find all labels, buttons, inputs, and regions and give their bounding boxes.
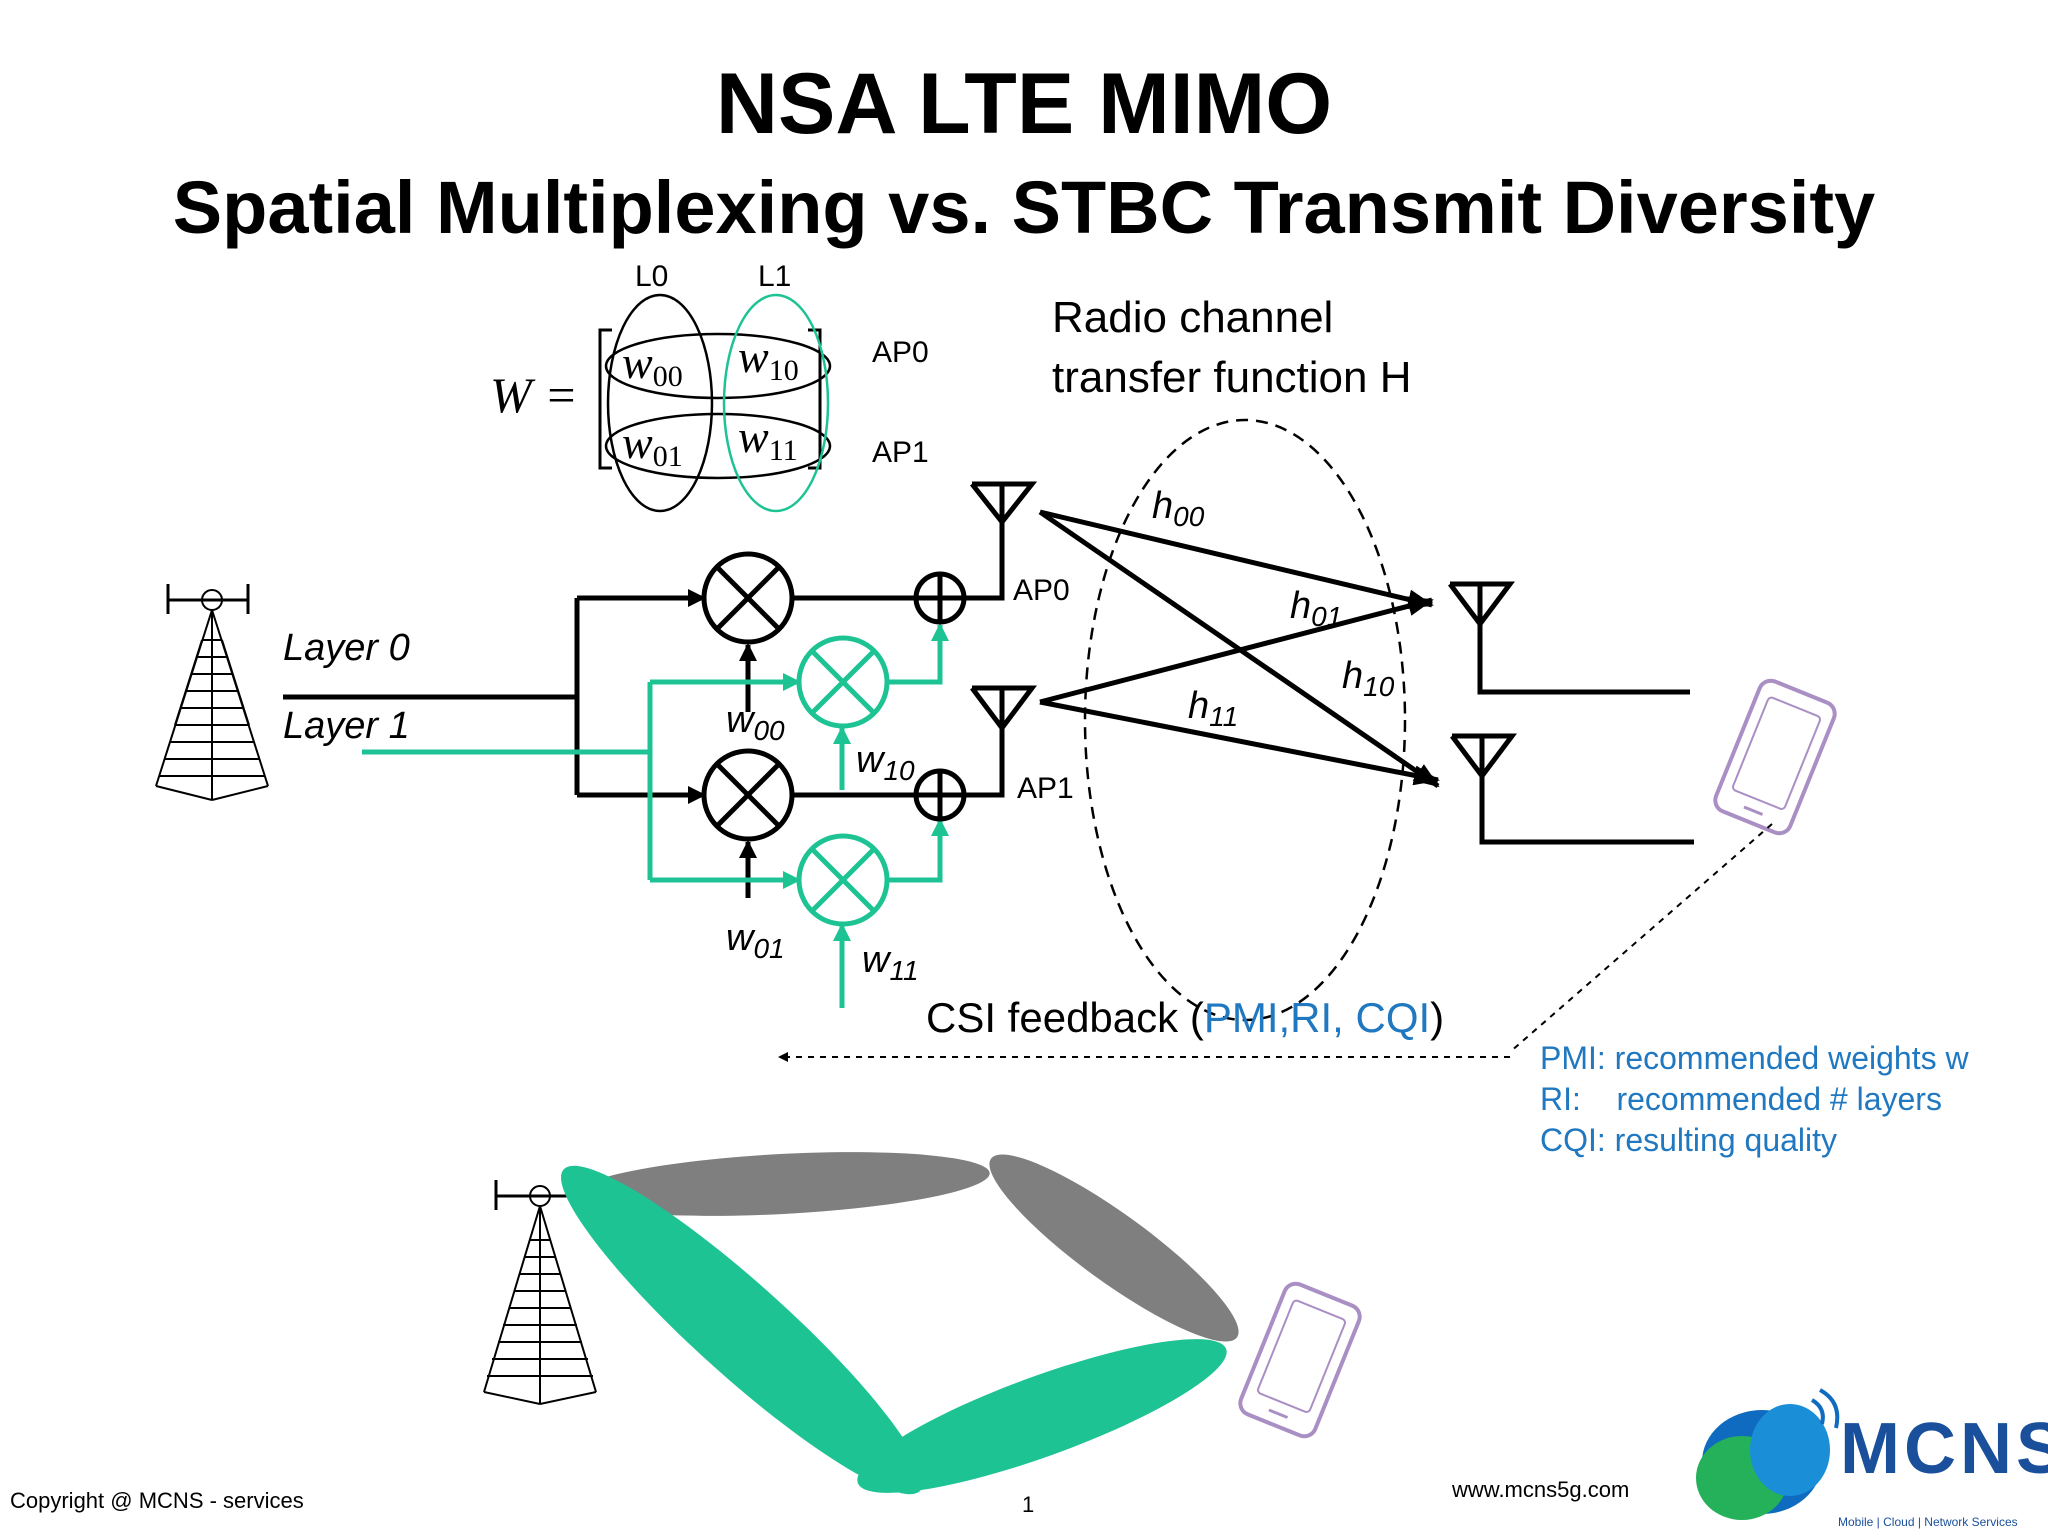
ue-phone-icon: [1713, 678, 1837, 836]
ue-phone-bottom-icon: [1238, 1281, 1362, 1439]
row-label-ap1: AP1: [872, 436, 929, 469]
matrix-left-bracket: [598, 328, 612, 470]
logo-name: MCNS: [1840, 1409, 2048, 1489]
multiplier-w00: [701, 551, 795, 645]
csi-legend: PMI: recommended weights w RI: recommend…: [1540, 1038, 1969, 1161]
matrix-w11: w11: [738, 411, 798, 467]
multiplier-w10: [796, 635, 890, 729]
csi-feedback-label: CSI feedback (PMI,RI, CQI): [926, 994, 1444, 1041]
row1-ellipse: [604, 412, 832, 480]
col0-ellipse: [606, 293, 714, 513]
channel-label-line1: Radio channel: [1052, 293, 1333, 342]
channel-label-h10: h10: [1342, 655, 1395, 702]
legend-ri: RI: recommended # layers: [1540, 1081, 1942, 1117]
ap0-label: AP0: [1013, 574, 1070, 607]
multiplier-w01: [701, 748, 795, 842]
beam-teal: [561, 1165, 1227, 1495]
rx-antenna-0-icon: [1448, 581, 1690, 695]
rx-antenna-1-icon: [1450, 733, 1694, 845]
base-station-tower-bottom-icon: [483, 1180, 597, 1405]
weight-label-w00: w00: [726, 699, 785, 746]
legend-pmi: PMI: recommended weights w: [1540, 1040, 1969, 1076]
radio-channel-region: [1083, 418, 1407, 1022]
ap1-label: AP1: [1017, 772, 1074, 805]
weight-label-w10: w10: [856, 739, 915, 786]
adder-ap0: [913, 571, 967, 625]
layer1-label: Layer 1: [283, 705, 410, 747]
channel-label-h01: h01: [1290, 585, 1342, 632]
page-subtitle: Spatial Multiplexing vs. STBC Transmit D…: [172, 166, 1876, 249]
channel-paths: [1038, 509, 1440, 789]
tx-antenna-ap1-icon: [970, 685, 1037, 733]
row-label-ap0: AP0: [872, 336, 929, 369]
col1-ellipse: [722, 293, 830, 513]
layer0-signal-path: [283, 589, 916, 898]
base-station-tower-icon: [155, 584, 269, 801]
precoding-matrix: W = L0 L1 AP0 AP1 w00 w10 w01 w11: [490, 260, 929, 513]
website-link[interactable]: www.mcns5g.com: [1452, 1477, 1630, 1502]
matrix-symbol: W =: [490, 367, 578, 423]
layer1-signal-path: [362, 623, 949, 1008]
legend-cqi: CQI: resulting quality: [1540, 1122, 1838, 1158]
matrix-w10: w10: [738, 331, 799, 387]
tx-antenna-ap0-icon: [970, 481, 1038, 535]
channel-label-h00: h00: [1152, 485, 1205, 532]
channel-label-h11: h11: [1188, 685, 1238, 732]
row0-ellipse: [604, 332, 832, 400]
channel-label-line2: transfer function H: [1052, 353, 1412, 402]
weight-label-w11: w11: [862, 939, 919, 986]
matrix-w01: w01: [622, 417, 683, 473]
weight-label-w01: w01: [726, 917, 785, 964]
copyright-text: Copyright @ MCNS - services: [10, 1488, 304, 1513]
logo-tagline: Mobile | Cloud | Network Services: [1838, 1515, 2018, 1529]
beam-gray: [574, 1152, 1239, 1342]
page-number: 1: [1022, 1492, 1035, 1517]
layer0-label: Layer 0: [283, 627, 410, 669]
page-title: NSA LTE MIMO: [715, 56, 1333, 152]
col-label-l0: L0: [635, 260, 668, 293]
antenna-feed-lines: [964, 520, 1005, 798]
matrix-w00: w00: [622, 337, 683, 393]
multiplier-w11: [796, 833, 890, 927]
feedback-link: [1509, 823, 1773, 1053]
mcns-logo-icon: [1696, 1388, 1840, 1520]
adder-ap1: [913, 768, 967, 822]
col-label-l1: L1: [758, 260, 791, 293]
